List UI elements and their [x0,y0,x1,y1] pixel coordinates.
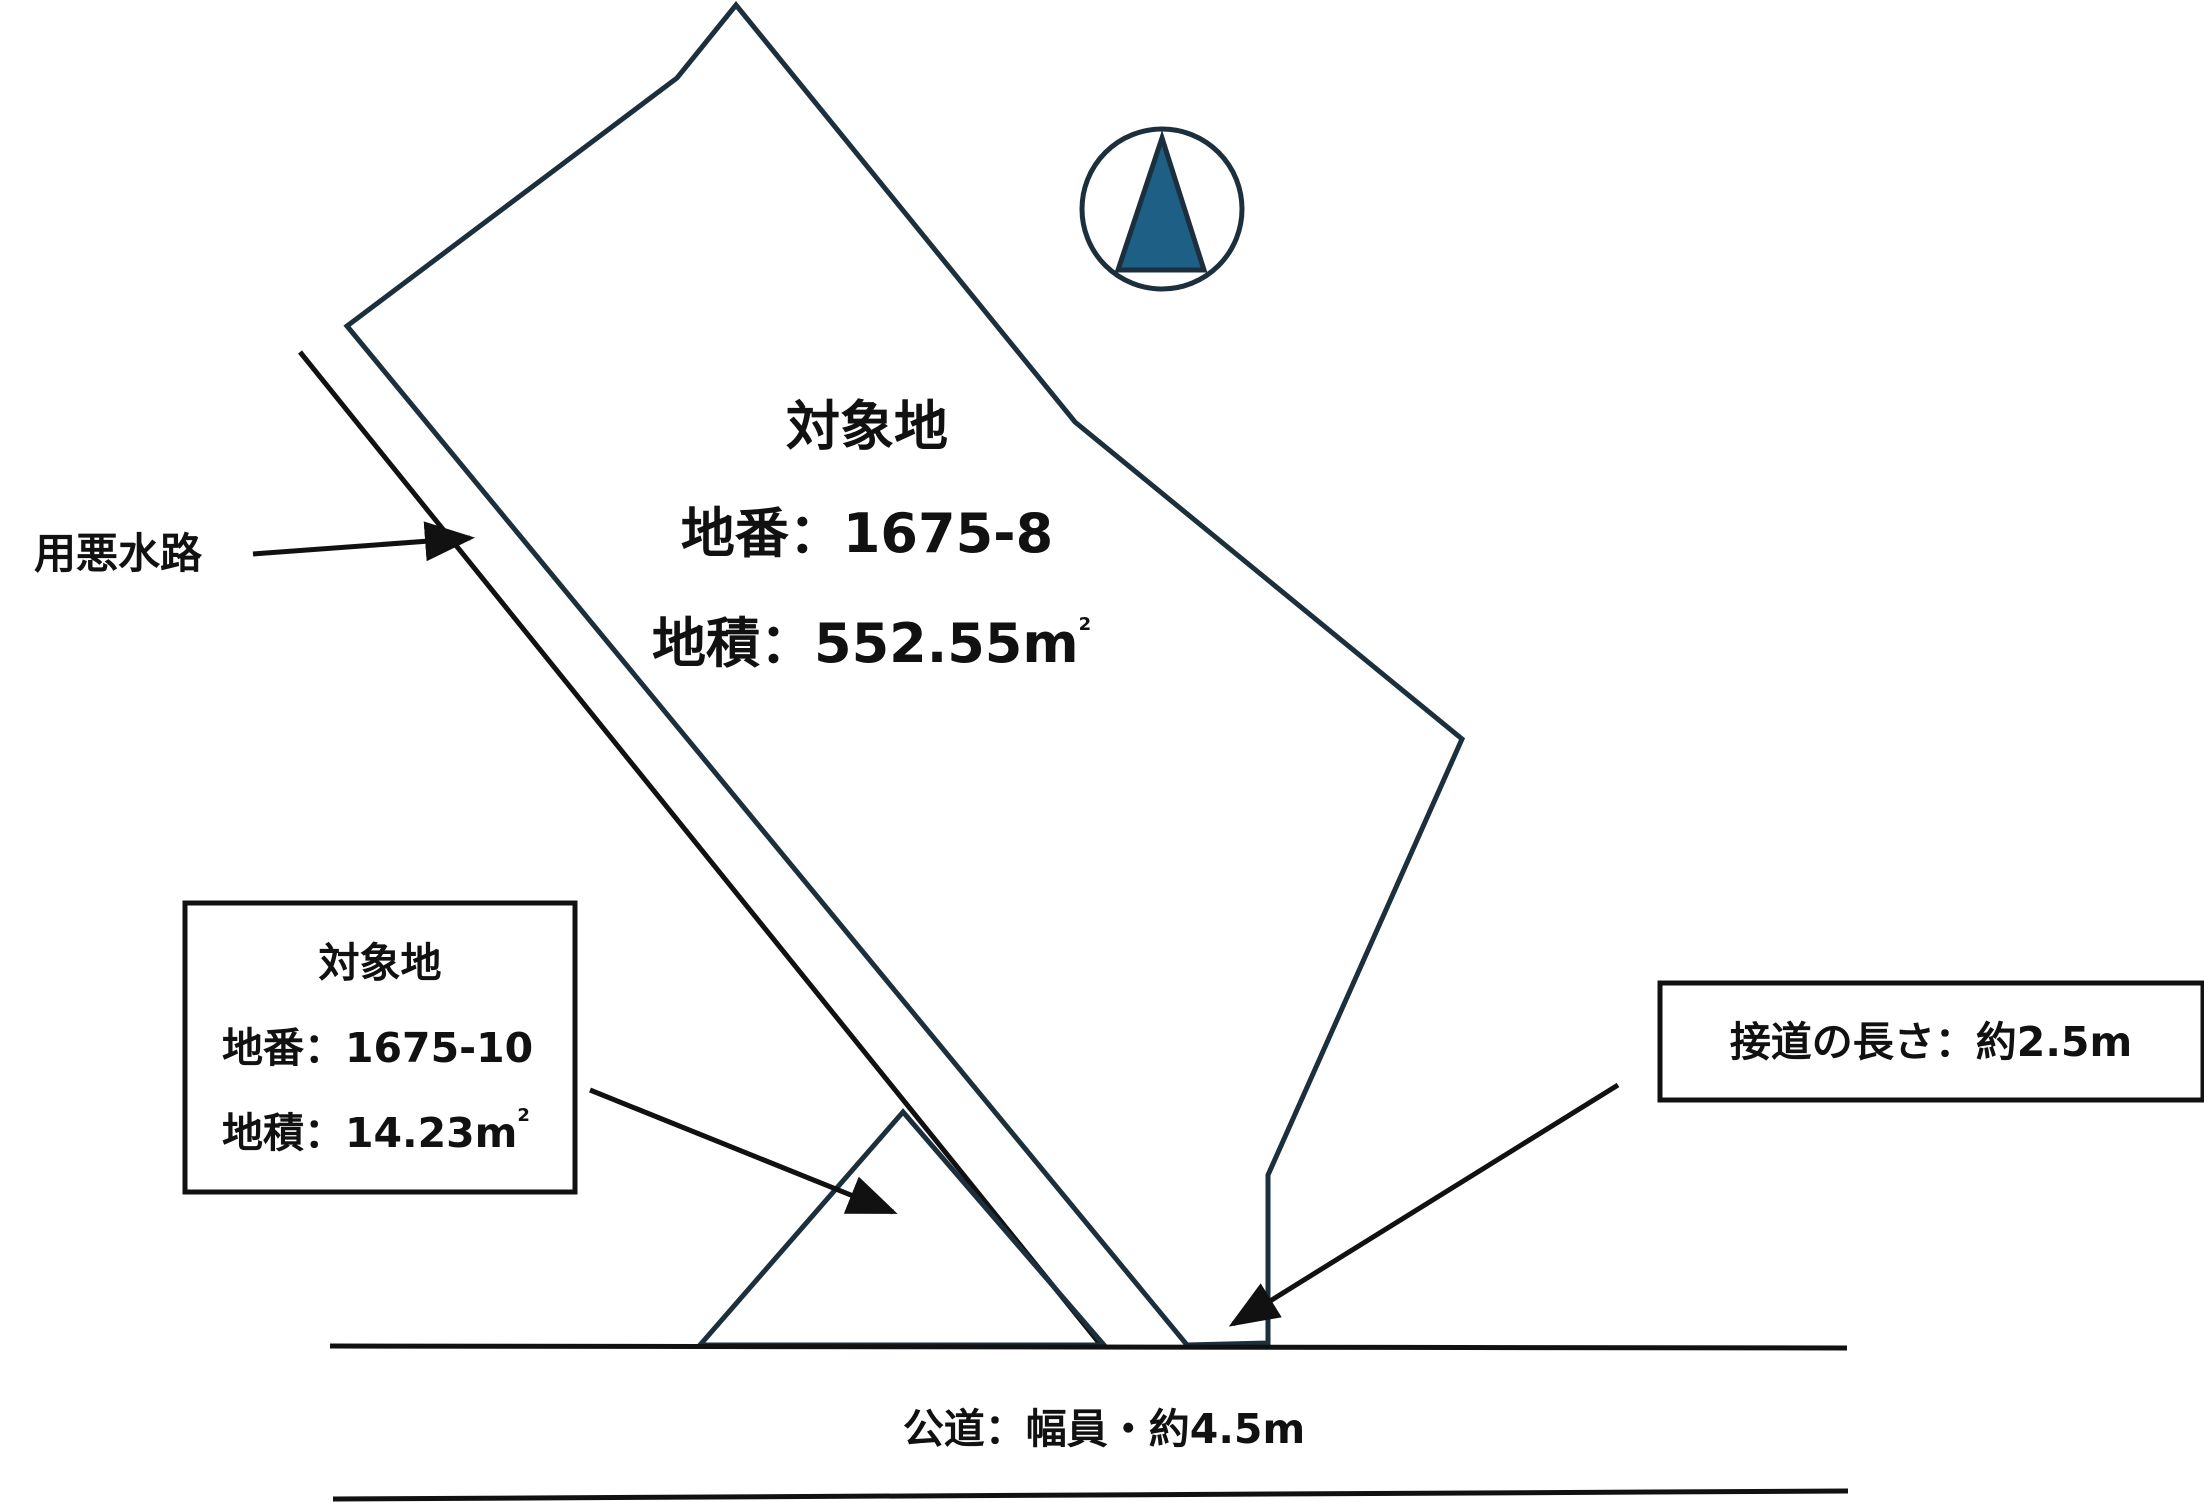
frontage-label: 接道の長さ：約2.5m [1730,1018,2132,1066]
road-upper-edge [329,1343,1848,1351]
main-parcel-lot-number: 地番：1675-8 [681,502,1053,565]
small-parcel-area: 地積：14.23m2 [222,1105,530,1157]
main-parcel-outline [343,1,1466,1348]
waterway-line [298,350,1102,1346]
main-parcel-area-value: 地積：552.55m [652,612,1079,675]
small-parcel-outline [694,1108,1110,1348]
frontage-info-box [1657,980,2204,1103]
main-parcel-area-sup: 2 [1079,614,1092,635]
waterway-arrow [252,521,475,562]
small-parcel-lot-number: 地番：1675-10 [222,1024,533,1072]
small-parcel-title: 対象地 [319,939,442,987]
small-parcel-arrow [589,1087,898,1215]
main-parcel-area: 地積：552.55m2 [652,612,1091,675]
small-parcel-area-value: 地積：14.23m [222,1109,517,1157]
road-lower-edge [332,1488,1849,1502]
waterway-label: 用悪水路 [34,529,203,578]
small-parcel-info-box [182,900,578,1195]
main-parcel-title: 対象地 [786,395,948,458]
frontage-arrow [1228,1082,1620,1327]
road-label: 公道：幅員・約4.5m [903,1405,1305,1453]
small-parcel-area-sup: 2 [517,1105,530,1126]
north-arrow-icon [1079,126,1245,292]
